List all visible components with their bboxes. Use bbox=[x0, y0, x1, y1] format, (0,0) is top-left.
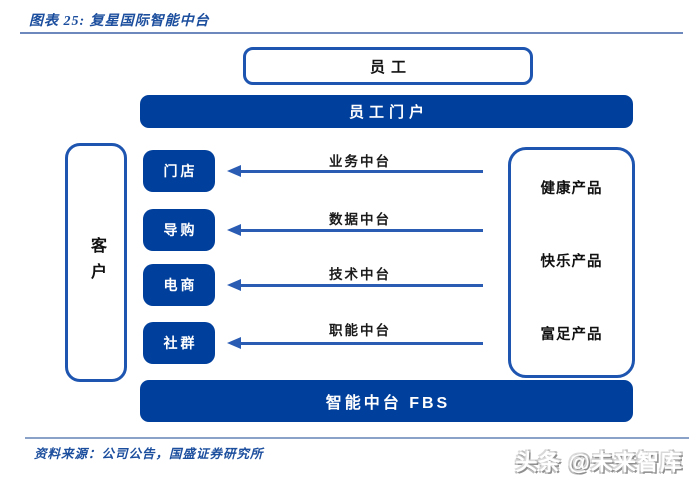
employee-portal-bar: 员工门户 bbox=[140, 95, 633, 128]
smart-middle-platform-bar: 智能中台 FBS bbox=[140, 380, 633, 422]
channel-shopping-guide: 导购 bbox=[143, 209, 215, 251]
platform-label-technology: 技术中台 bbox=[329, 267, 391, 282]
watermark-text: 头条 @未来智库 bbox=[515, 450, 683, 475]
channel-community-label: 社群 bbox=[163, 335, 198, 351]
arrow-left-icon bbox=[227, 224, 241, 236]
arrow-line-technology bbox=[240, 284, 483, 287]
arrow-line-business bbox=[240, 170, 483, 173]
platform-label-functional: 职能中台 bbox=[329, 323, 391, 338]
arrow-left-icon bbox=[227, 279, 241, 291]
arrow-line-functional bbox=[240, 342, 483, 345]
channel-store: 门店 bbox=[143, 150, 215, 192]
channel-ecommerce: 电商 bbox=[143, 264, 215, 306]
customer-box: 客户 bbox=[65, 143, 127, 382]
channel-ecommerce-label: 电商 bbox=[163, 277, 198, 293]
platform-label-business: 业务中台 bbox=[329, 154, 391, 169]
arrow-left-icon bbox=[227, 337, 241, 349]
product-wealth-label: 富足产品 bbox=[540, 327, 603, 343]
products-box: 健康产品 快乐产品 富足产品 bbox=[508, 147, 635, 378]
title-separator bbox=[20, 32, 683, 34]
footer-separator bbox=[25, 437, 689, 439]
channel-store-label: 门店 bbox=[163, 163, 198, 179]
arrow-left-icon bbox=[227, 165, 241, 177]
arrow-line-data bbox=[240, 229, 483, 232]
product-health-label: 健康产品 bbox=[540, 181, 603, 197]
smart-middle-platform-label: 智能中台 FBS bbox=[325, 395, 451, 412]
product-happiness-label: 快乐产品 bbox=[540, 254, 603, 270]
channel-shopping-guide-label: 导购 bbox=[163, 222, 198, 238]
employee-box: 员工 bbox=[243, 47, 533, 85]
customer-box-label: 客户 bbox=[88, 236, 105, 289]
platform-label-data: 数据中台 bbox=[329, 212, 391, 227]
source-text: 资料来源：公司公告，国盛证券研究所 bbox=[34, 447, 264, 461]
channel-community: 社群 bbox=[143, 322, 215, 364]
employee-portal-label: 员工门户 bbox=[348, 104, 429, 121]
figure-title: 图表 25: 复星国际智能中台 bbox=[29, 14, 210, 29]
employee-box-label: 员工 bbox=[369, 59, 412, 76]
